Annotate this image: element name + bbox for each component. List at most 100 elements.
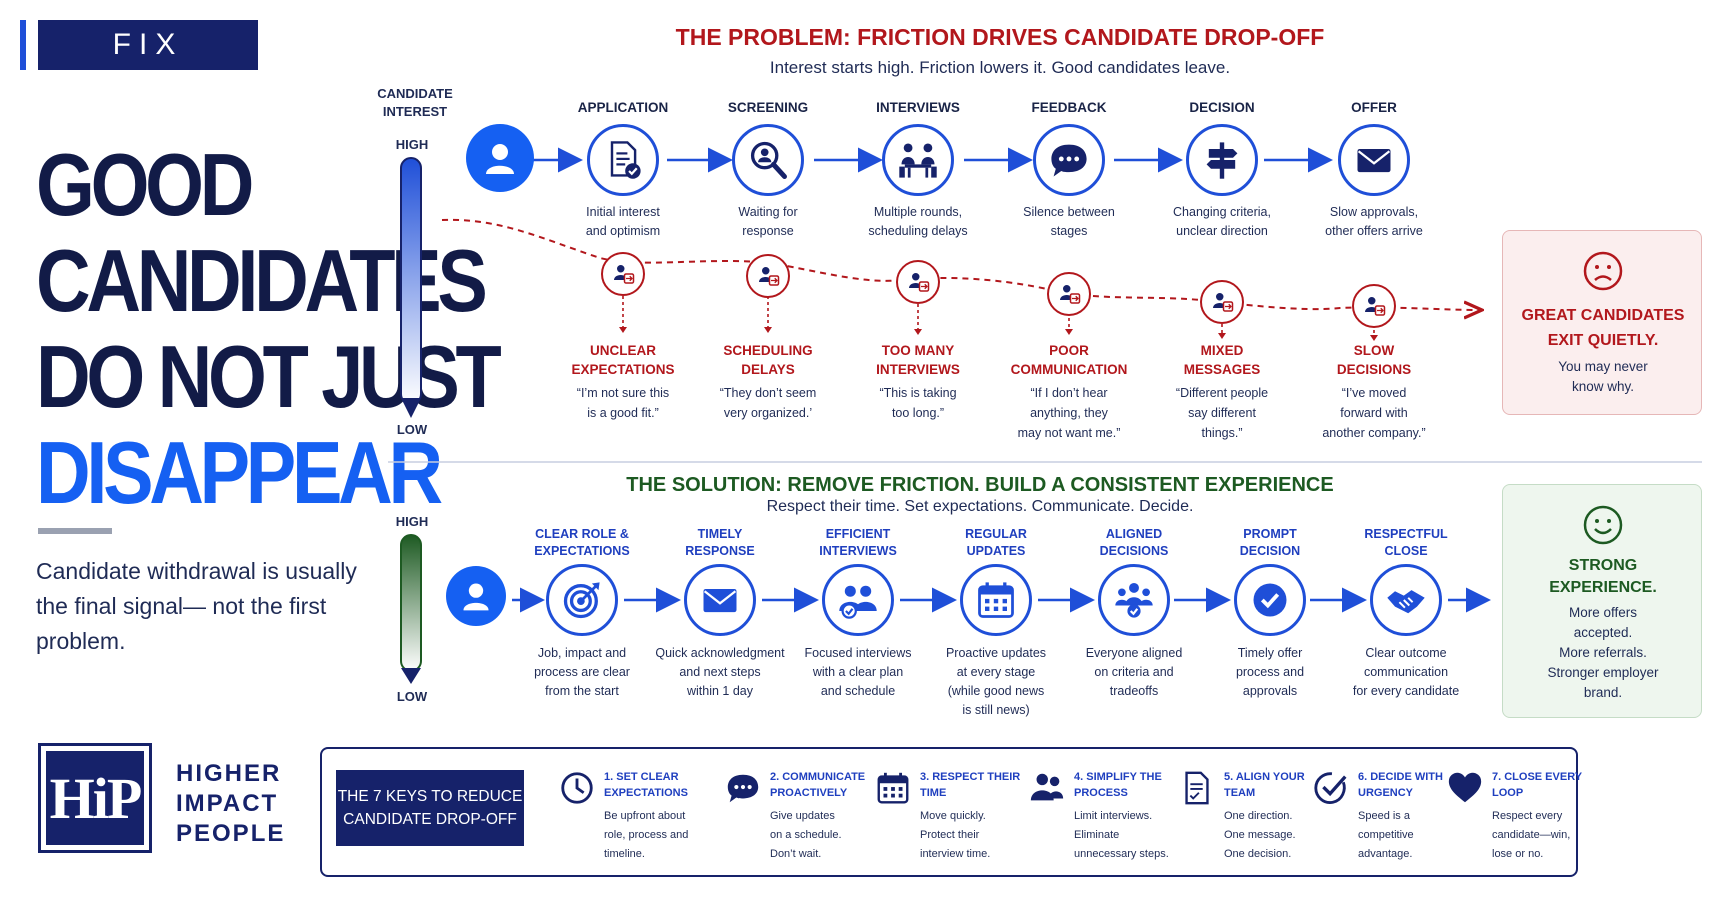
document-check-icon [601, 138, 645, 182]
key-desc-line-3: Don’t wait. [770, 848, 822, 860]
problem-stage-icon-circle [732, 124, 804, 196]
key-desc-line-2: Protect their [920, 829, 980, 841]
strong-experience-title: STRONG EXPERIENCE. [1503, 555, 1703, 599]
problem-stage-desc-line-1: Multiple rounds, [873, 205, 963, 219]
key-title-line-2: TIME [920, 787, 947, 799]
problem-stage-desc-line-1: Slow approvals, [1329, 205, 1419, 219]
friction-title-line-2: EXPECTATIONS [571, 362, 675, 377]
key-title-line-2: LOOP [1492, 787, 1524, 799]
solution-stage-title-line-1: EFFICIENT [825, 527, 891, 541]
solution-stage-title-line-1: REGULAR [965, 527, 1027, 541]
heart-icon [1446, 769, 1484, 807]
candidate-interest-label-line-2: INTEREST [382, 104, 448, 119]
solution-subtitle: Respect their time. Set expectations. Co… [766, 498, 1194, 515]
solution-stage-title-line-2: CLOSE [1384, 544, 1428, 558]
problem-stage-desc-line-1: Silence between [1023, 205, 1115, 219]
friction-title-line-2: MESSAGES [1183, 362, 1261, 377]
key-desc-line-1: Be upfront about [604, 810, 686, 822]
friction-point-circle [896, 260, 940, 304]
key-desc-line-3: advantage. [1358, 848, 1413, 860]
brand-logo: HiP [38, 743, 152, 853]
solution-stage-desc-line-3: approvals [1242, 684, 1298, 698]
brand-name-line-3: PEOPLE [176, 820, 286, 847]
friction-point-circle [601, 252, 645, 296]
problem-stage-title: INTERVIEWS [876, 100, 960, 115]
friction-quote-line-2: say different [1188, 406, 1256, 420]
brand-name-line-2: IMPACT [176, 790, 279, 817]
decline-path [441, 218, 1480, 310]
friction-point-circle [1200, 280, 1244, 324]
key-desc-line-3: unnecessary steps. [1074, 848, 1169, 860]
key-title-line-1: 1. SET CLEAR [604, 771, 679, 783]
solution-stage-desc-line-2: and next steps [679, 665, 761, 679]
friction-point-circle [1352, 284, 1396, 328]
solution-stage-title-line-1: TIMELY [697, 527, 743, 541]
exit-quietly-box: GREAT CANDIDATES EXIT QUIETLY. You may n… [1502, 230, 1702, 415]
badge-check-icon [1248, 578, 1292, 622]
solution-stage-icon-circle [1098, 564, 1170, 636]
solution-stage-title-line-1: ALIGNED [1105, 527, 1163, 541]
candidate-exit-icon [608, 259, 638, 289]
friction-quote-line-3: things.” [1201, 426, 1243, 440]
solution-stage-desc-line-2: communication [1363, 665, 1449, 679]
brand-name-line-1: HIGHER [176, 760, 282, 787]
brand-logo-mark: HiP [46, 751, 144, 845]
key-desc-line-1: One direction. [1224, 810, 1293, 822]
problem-stage-desc-line-2: unclear direction [1176, 224, 1268, 238]
problem-stage-title: DECISION [1189, 100, 1255, 115]
solution-stage-title-line-1: RESPECTFUL [1364, 527, 1448, 541]
friction-point-circle [1047, 272, 1091, 316]
friction-title-line-2: INTERVIEWS [876, 362, 960, 377]
key-title-line-1: 6. DECIDE WITH [1358, 771, 1443, 783]
solution-title: THE SOLUTION: REMOVE FRICTION. BUILD A C… [626, 474, 1334, 496]
candidate-avatar-icon [466, 124, 534, 192]
friction-title-line-1: SLOW [1353, 343, 1395, 358]
solution-stage-title-line-1: PROMPT [1243, 527, 1297, 541]
friction-quote-line-1: “I’m not sure this [576, 386, 670, 400]
friction-quote-line-2: too long.” [891, 406, 945, 420]
chat-bubble-icon [724, 769, 762, 807]
candidate-avatar-icon [446, 566, 506, 626]
handshake-icon [1384, 578, 1428, 622]
problem-stage-icon-circle [1338, 124, 1410, 196]
envelope-icon [698, 578, 742, 622]
problem-stage-icon-circle [882, 124, 954, 196]
problem-stage-desc-line-2: and optimism [585, 224, 661, 238]
key-title-line-2: URGENCY [1358, 787, 1414, 799]
friction-quote-line-3: another company.” [1322, 426, 1426, 440]
solution-stage-desc-line-2: process are clear [534, 665, 630, 679]
solution-stage-desc-line-3: and schedule [820, 684, 896, 698]
solution-stage-desc-line-3: from the start [545, 684, 619, 698]
solution-stage-desc-line-2: with a clear plan [812, 665, 904, 679]
solution-stage-title-line-2: INTERVIEWS [819, 544, 897, 558]
key-title-line-1: 2. COMMUNICATE [770, 771, 866, 783]
friction-title-line-2: COMMUNICATION [1010, 362, 1128, 377]
problem-stage-desc-line-2: stages [1050, 224, 1088, 238]
friction-point-circle [746, 254, 790, 298]
solution-stage-title-line-2: EXPECTATIONS [534, 544, 630, 558]
friction-title-line-1: POOR [1049, 343, 1089, 358]
problem-scale-high: HIGH [395, 137, 429, 152]
key-desc-line-1: Respect every [1492, 810, 1563, 822]
exit-quietly-title-line-1: GREAT CANDIDATES [1521, 307, 1685, 324]
friction-quote-line-1: “They don’t seem [719, 386, 817, 400]
headline-line-3: DO NOT JUST [36, 327, 502, 426]
clock-icon [558, 769, 596, 807]
problem-interest-bar [400, 157, 422, 405]
strong-experience-title-line-1: STRONG [1568, 557, 1638, 574]
friction-quote-line-2: is a good fit.” [587, 406, 659, 420]
key-title-line-1: 4. SIMPLIFY THE [1074, 771, 1162, 783]
solution-stage-title-line-2: RESPONSE [685, 544, 755, 558]
key-title-line-2: TEAM [1224, 787, 1256, 799]
problem-stage-desc-line-1: Initial interest [586, 205, 660, 219]
target-icon [560, 578, 604, 622]
friction-quote-line-1: “This is taking [879, 386, 957, 400]
candidate-exit-icon [1054, 279, 1084, 309]
seven-keys-title-line-1: THE 7 KEYS TO REDUCE [337, 788, 523, 805]
key-title-line-2: PROACTIVELY [770, 787, 848, 799]
document-icon [1178, 769, 1216, 807]
key-desc-line-2: on a schedule. [770, 829, 842, 841]
headline-underline [38, 528, 112, 534]
strong-experience-box: STRONG EXPERIENCE. More offers accepted.… [1502, 484, 1702, 718]
strong-experience-subtext: More offers accepted. More referrals. St… [1503, 603, 1703, 703]
